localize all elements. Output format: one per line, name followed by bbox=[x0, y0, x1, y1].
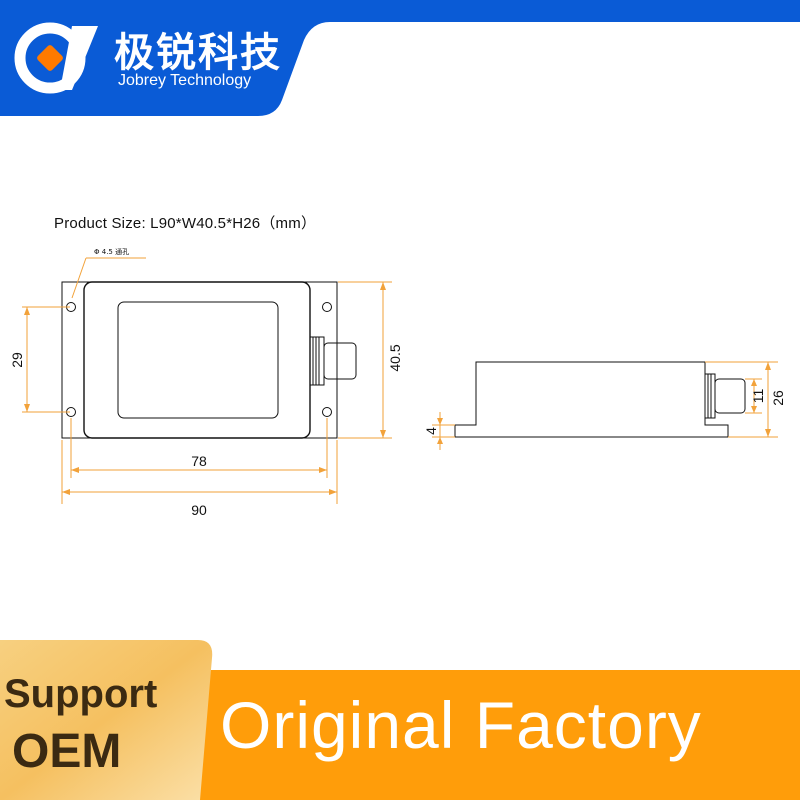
bottom-banner bbox=[0, 640, 800, 800]
oem-label: OEM bbox=[12, 725, 122, 778]
jobrey-logo-icon bbox=[14, 22, 98, 94]
banner-background bbox=[0, 640, 800, 800]
connector-base bbox=[309, 336, 325, 386]
dim-11: 11 bbox=[750, 389, 766, 404]
hole-note-label: Φ 4.5 通孔 bbox=[94, 247, 129, 256]
hole-note: Φ 4.5 通孔 bbox=[71, 247, 146, 299]
header-background bbox=[0, 0, 800, 116]
side-view bbox=[454, 361, 746, 438]
mount-hole-top-right bbox=[322, 302, 332, 312]
dim-40-5: 40.5 bbox=[387, 344, 403, 371]
dim-90: 90 bbox=[191, 502, 207, 518]
side-housing bbox=[454, 361, 729, 438]
front-arrows bbox=[24, 282, 386, 495]
connector-plug bbox=[323, 342, 357, 380]
dim-26: 26 bbox=[770, 390, 786, 406]
dim-4: 4 bbox=[423, 427, 439, 435]
dim-29: 29 bbox=[9, 352, 25, 368]
inner-window bbox=[117, 301, 279, 419]
mount-hole-bottom-right bbox=[322, 407, 332, 417]
side-arrows bbox=[437, 362, 771, 444]
side-connector-base bbox=[704, 373, 716, 419]
support-label: Support bbox=[4, 672, 158, 716]
mounting-flange bbox=[61, 281, 338, 439]
front-view bbox=[61, 281, 357, 439]
brand-name-en: Jobrey Technology bbox=[118, 72, 252, 89]
brand-name-cn: 极锐科技 bbox=[114, 30, 282, 76]
original-factory-label: Original Factory bbox=[220, 688, 702, 762]
technical-drawing: Φ 4.5 通孔 29 40.5 78 90 bbox=[9, 247, 786, 518]
front-dimensions bbox=[22, 281, 392, 504]
product-size-title: Product Size: L90*W40.5*H26（mm） bbox=[54, 215, 317, 232]
side-connector-plug bbox=[714, 378, 746, 414]
dim-78: 78 bbox=[191, 453, 207, 469]
header-band: 极锐科技 Jobrey Technology bbox=[0, 0, 800, 116]
